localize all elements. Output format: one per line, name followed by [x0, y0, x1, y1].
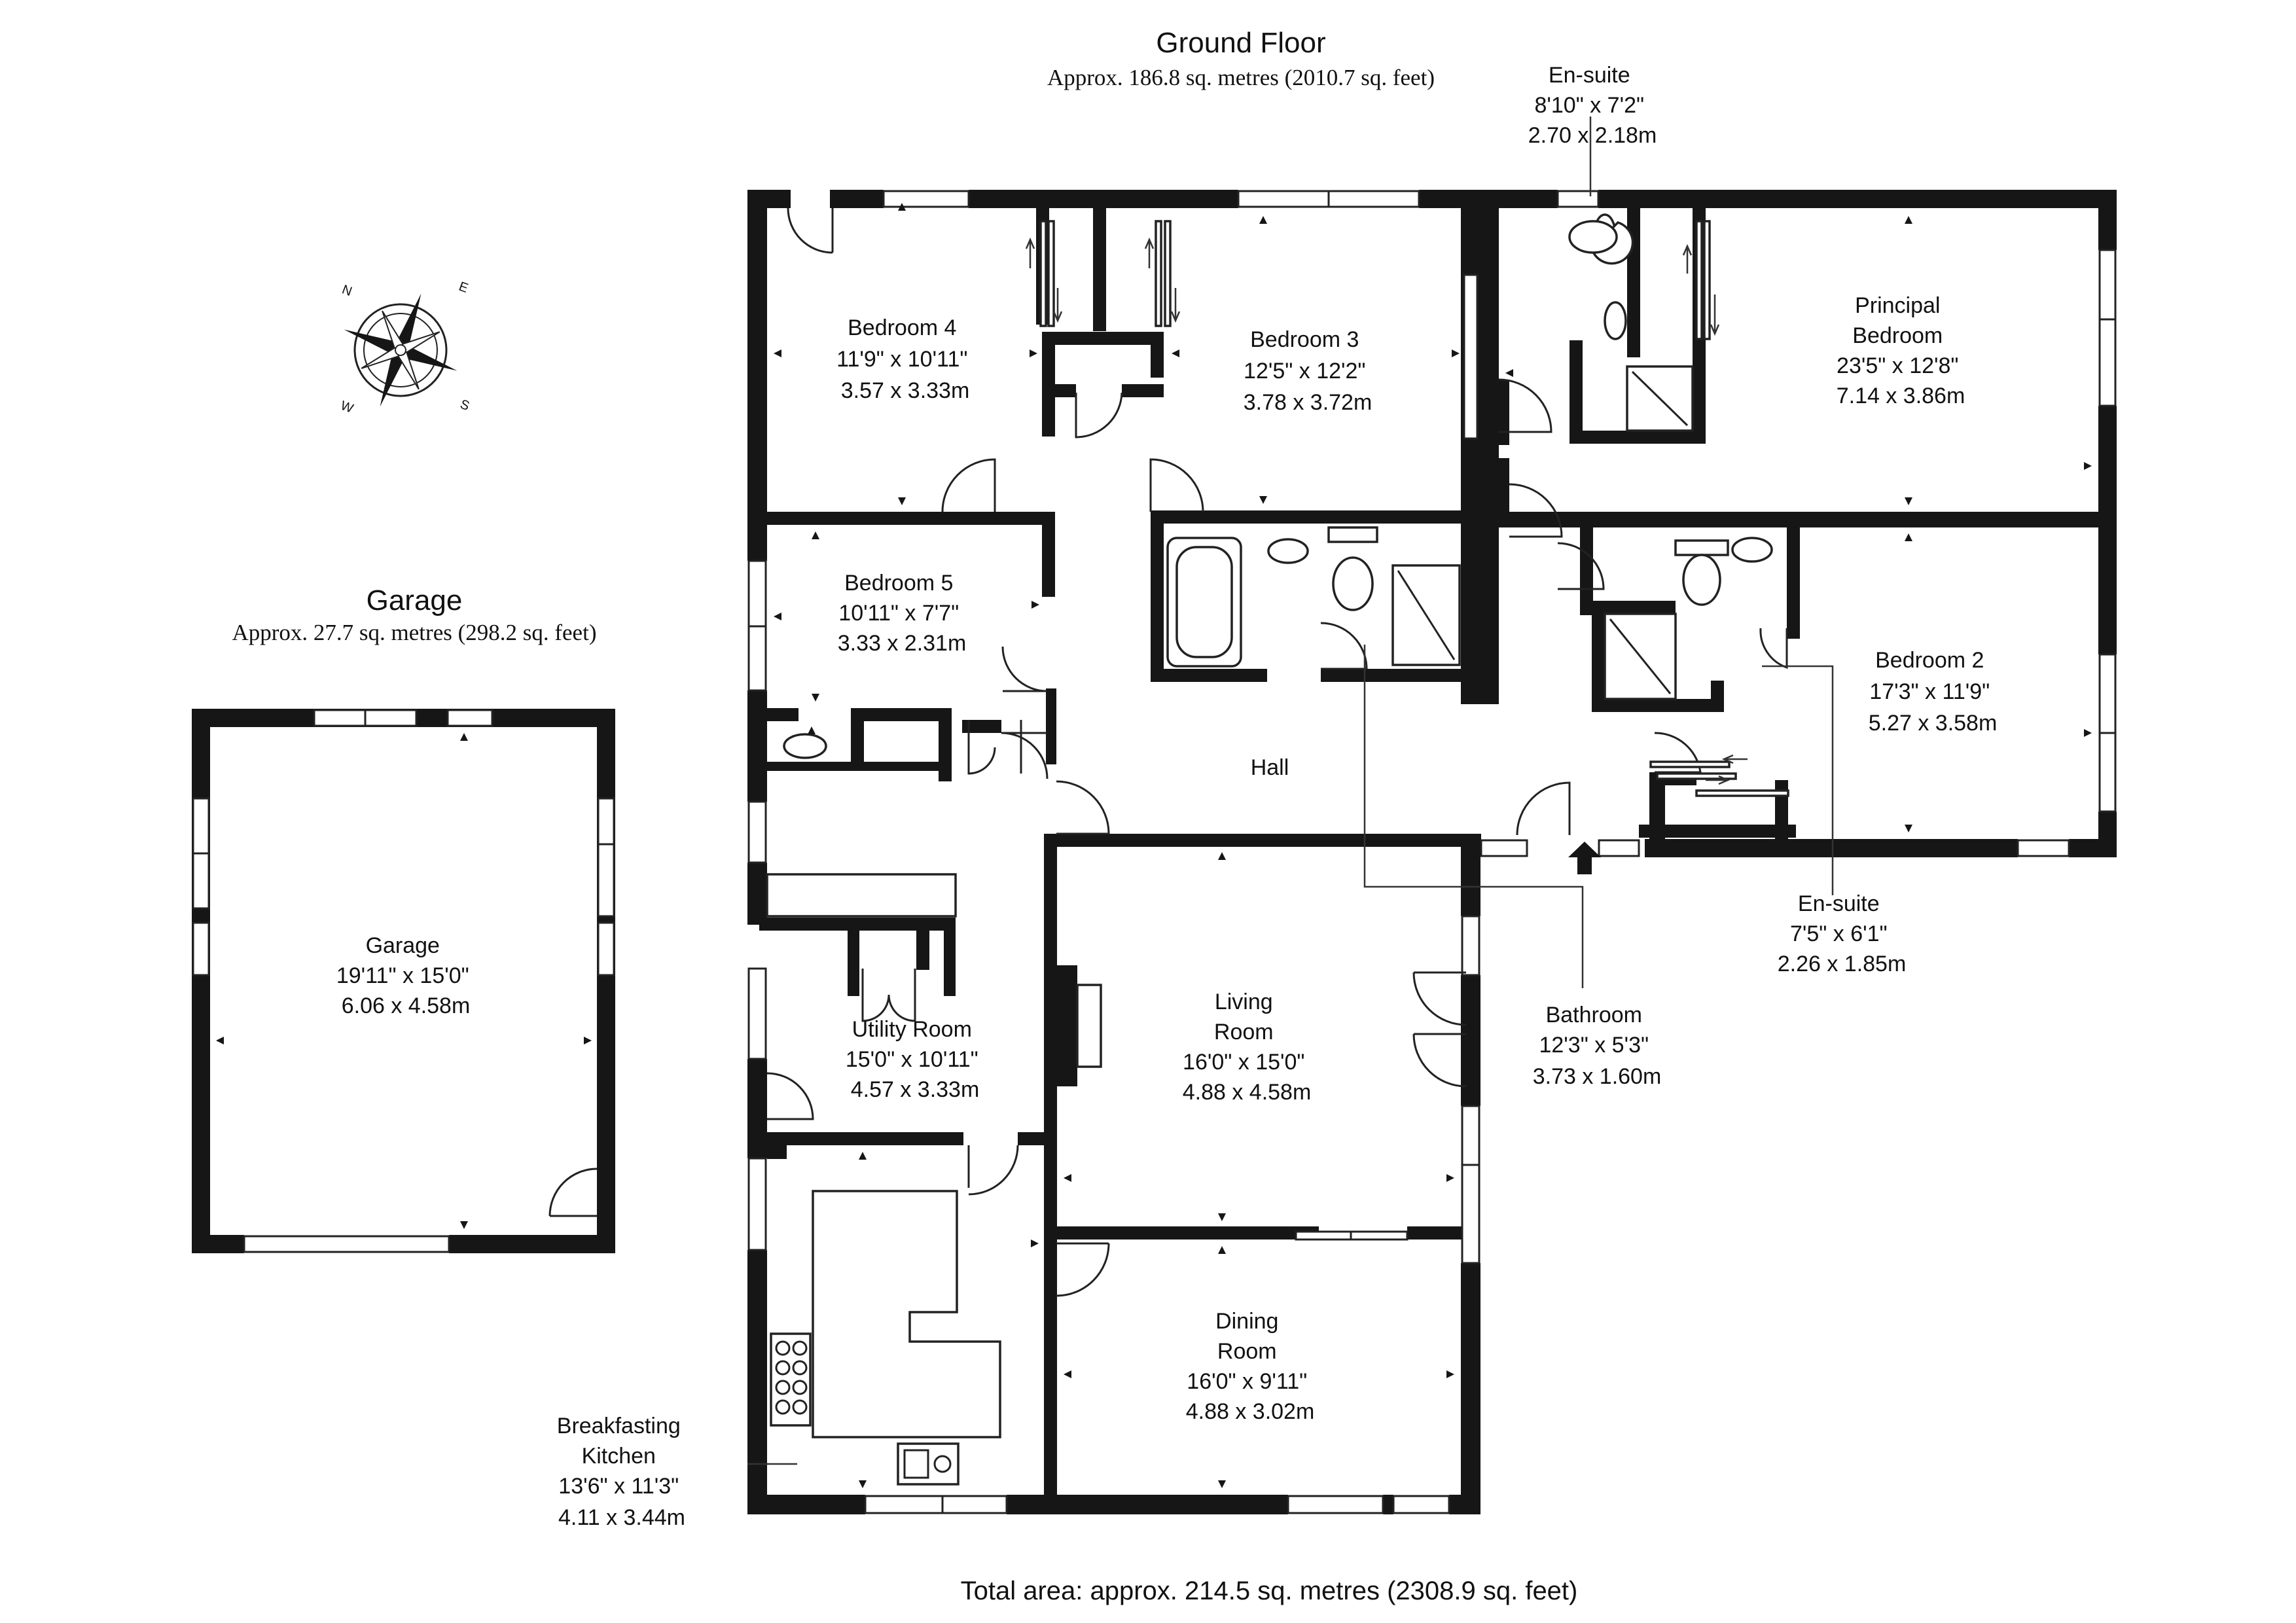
garage-side-door: [548, 1168, 598, 1217]
bedroom3-label: Bedroom 3 12'5" x 12'2" 3.78 x 3.72m: [1244, 327, 1372, 415]
garage-block-area: Approx. 27.7 sq. metres (298.2 sq. feet): [232, 620, 597, 645]
garage-room-label: Garage 19'11" x 15'0" 6.06 x 4.58m: [336, 933, 475, 1018]
ensuite1-label: En-suite 8'10" x 7'2" 2.70 x 2.18m: [1528, 63, 1657, 148]
compass-letter-s: S: [458, 397, 471, 414]
utility-room-label: Utility Room 15'0" x 10'11" 4.57 x 3.33m: [846, 1017, 984, 1102]
garage-windows: [192, 709, 615, 976]
bedroom2-label: Bedroom 2 17'3" x 11'9" 5.27 x 3.58m: [1869, 648, 1998, 736]
principal-bedroom-label: Principal Bedroom 23'5" x 12'8" 7.14 x 3…: [1837, 293, 1965, 408]
garage-up-and-over-door: [243, 1235, 450, 1253]
ensuite2-label: En-suite 7'5" x 6'1" 2.26 x 1.85m: [1778, 891, 1907, 976]
label-leader-lines: [747, 116, 1834, 1465]
breakfasting-kitchen-label: Breakfasting Kitchen 13'6" x 11'3" 4.11 …: [557, 1414, 687, 1530]
door-swings: [766, 207, 1788, 1297]
compass-letter-n: N: [340, 283, 353, 300]
dining-room-label: Dining Room 16'0" x 9'11" 4.88 x 3.02m: [1186, 1309, 1315, 1424]
ground-floor-area: Approx. 186.8 sq. metres (2010.7 sq. fee…: [1047, 65, 1435, 90]
house-windows: [747, 190, 2117, 1514]
ground-floor-title: Ground Floor: [1156, 27, 1325, 59]
bedroom4-label: Bedroom 4 11'9" x 10'11" 3.57 x 3.33m: [836, 315, 974, 403]
compass-letter-e: E: [457, 279, 470, 296]
front-entrance-arrow-icon: [1568, 842, 1601, 874]
bedroom5-label: Bedroom 5 10'11" x 7'7" 3.33 x 2.31m: [838, 571, 967, 656]
total-area: Total area: approx. 214.5 sq. metres (23…: [961, 1577, 1578, 1605]
wardrobe-doors: [1025, 220, 1789, 797]
dimension-ticks: [216, 203, 2092, 1488]
compass-rose-icon: [344, 293, 457, 407]
house-outer-walls: [747, 190, 2117, 1514]
kitchen-fixtures: [766, 873, 1102, 1486]
bathroom-fixtures: [783, 213, 1773, 759]
hall-label: Hall: [1251, 755, 1289, 780]
bathroom-label: Bathroom 12'3" x 5'3" 3.73 x 1.60m: [1533, 1003, 1662, 1089]
compass-letter-w: W: [338, 399, 355, 416]
garage-block-title: Garage: [367, 584, 463, 616]
living-room-label: Living Room 16'0" x 15'0" 4.88 x 4.58m: [1183, 990, 1312, 1105]
